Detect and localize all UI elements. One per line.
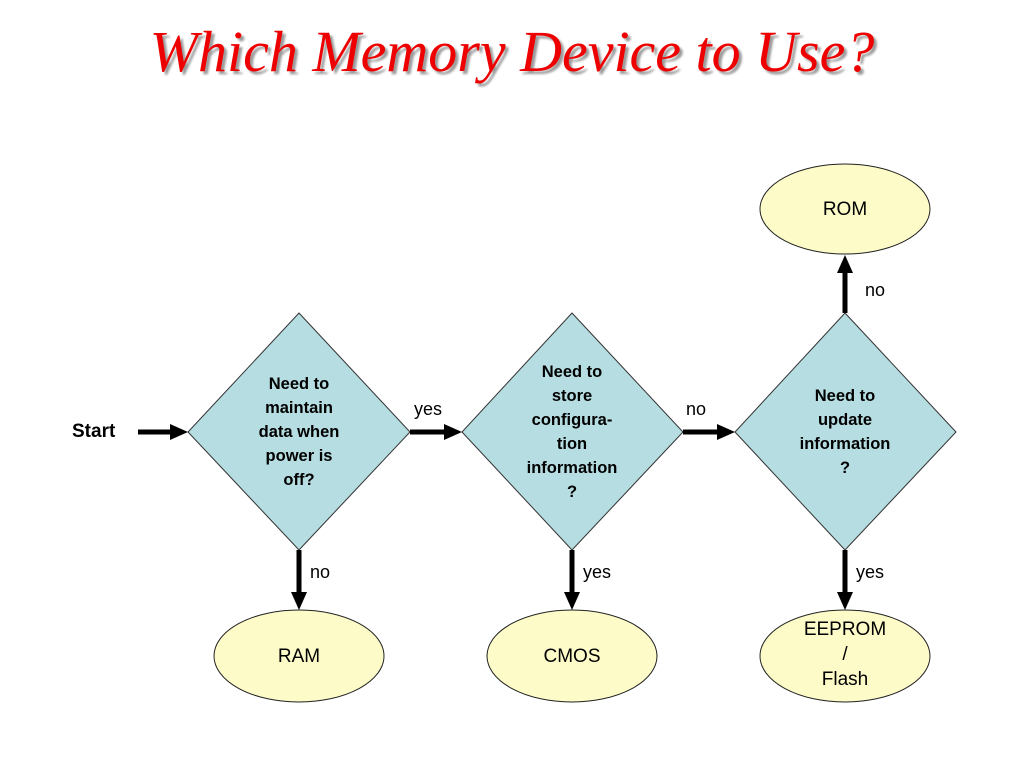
- edge-label-d3-no: no: [865, 280, 886, 300]
- arrow-d1-no-to-ram: [291, 550, 307, 610]
- decision-line: ?: [839, 459, 851, 477]
- terminal-text-rom: ROM: [770, 197, 920, 222]
- decision-line: data when: [258, 423, 340, 441]
- decision-text-update-info: Need to update information ?: [775, 384, 915, 480]
- decision-line: off?: [283, 471, 315, 489]
- decision-line: configura-: [531, 411, 613, 429]
- decision-line: information: [526, 459, 618, 477]
- arrow-d3-no-to-rom: [837, 255, 853, 313]
- decision-line: information: [799, 435, 891, 453]
- arrow-d3-yes-to-eeprom: [837, 550, 853, 610]
- arrow-start-to-d1: [138, 424, 188, 440]
- decision-line: store: [551, 387, 593, 405]
- terminal-line: Flash: [821, 669, 869, 690]
- decision-line: Need to: [541, 363, 603, 381]
- terminal-line: CMOS: [543, 646, 601, 667]
- terminal-text-cmos: CMOS: [497, 644, 647, 669]
- edge-label-d1-no: no: [310, 562, 331, 582]
- edge-label-d2-yes: yes: [583, 562, 612, 582]
- decision-line: power is: [265, 447, 333, 465]
- decision-line: Need to: [814, 387, 876, 405]
- terminal-text-eeprom: EEPROM / Flash: [770, 617, 920, 692]
- edge-label-d3-yes: yes: [856, 562, 885, 582]
- terminal-line: RAM: [277, 646, 321, 667]
- terminal-line: EEPROM: [803, 619, 887, 640]
- decision-text-store-config: Need to store configura- tion informatio…: [502, 360, 642, 504]
- terminal-text-ram: RAM: [224, 644, 374, 669]
- edge-label-d1-yes: yes: [414, 399, 443, 419]
- terminal-line: /: [842, 644, 848, 665]
- terminal-rom: [759, 163, 931, 255]
- decision-text-maintain-data: Need to maintain data when power is off?: [229, 372, 369, 492]
- decision-line: ?: [566, 483, 578, 501]
- decision-line: update: [817, 411, 873, 429]
- edge-label-d2-no: no: [686, 399, 707, 419]
- arrow-d2-yes-to-cmos: [564, 550, 580, 610]
- decision-line: Need to: [268, 375, 330, 393]
- decision-line: tion: [556, 435, 588, 453]
- arrow-d2-no-to-d3: [683, 424, 735, 440]
- terminal-line: ROM: [822, 199, 868, 220]
- decision-line: maintain: [265, 399, 333, 417]
- slide-title: Which Memory Device to Use?: [149, 19, 875, 84]
- start-label: Start: [72, 421, 116, 442]
- arrow-d1-yes-to-d2: [410, 424, 462, 440]
